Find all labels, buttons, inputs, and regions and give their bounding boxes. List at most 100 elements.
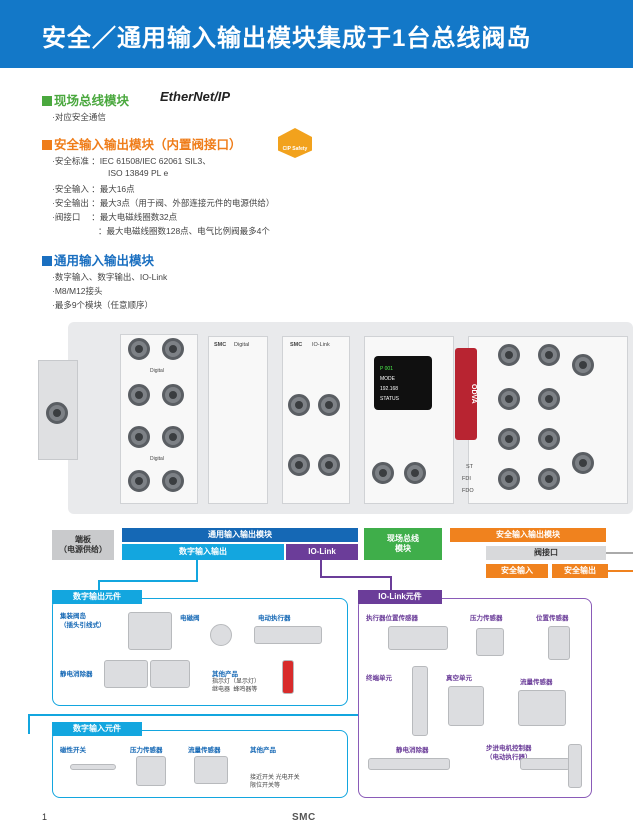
connector-line <box>320 560 322 576</box>
valve-manifold-photo: Digital Digital SMC Digital SMC IO-Link … <box>38 322 633 514</box>
m12-connector-icon <box>162 384 184 406</box>
section-fieldbus-title: 现场总线模块 <box>42 90 129 109</box>
device-label: 静电消除器 <box>60 671 93 678</box>
m12-connector-icon <box>572 452 594 474</box>
connector-line <box>390 576 392 590</box>
m12-connector-icon <box>318 454 340 476</box>
device-label: 流量传感器 <box>188 747 221 754</box>
display-screen: P 001 MODE 192.168 STATUS <box>374 356 432 410</box>
m12-connector-icon <box>372 462 394 484</box>
iolink-frame <box>358 598 592 798</box>
digital-input-frame <box>52 730 348 798</box>
connector-line <box>98 580 198 582</box>
general-module-label: 通用输入输出模块 <box>122 528 358 542</box>
safety-line: ：最大电磁线圈数128点、电气比例阀最多4个 <box>98 226 270 236</box>
connector-line <box>608 570 633 572</box>
module-tag: IO-Link <box>312 342 330 348</box>
safety-line: ·安全输出 ：最大3点（用于阀、外部连接元件的电源供给） <box>52 198 275 208</box>
m12-connector-icon <box>538 468 560 490</box>
m12-connector-icon <box>128 426 150 448</box>
device-label: 其他产品 <box>250 747 276 754</box>
digital-in-note: 接近开关 光电开关 限位开关等 <box>250 775 300 789</box>
ionizer-bar-icon <box>368 758 450 770</box>
m12-connector-icon <box>498 428 520 450</box>
io-link-module <box>282 336 350 504</box>
m12-connector-icon <box>128 470 150 492</box>
pressure-sensor-icon <box>136 756 166 786</box>
device-label: 静电消除器 <box>396 747 429 754</box>
digital-output-title: 数字输出元件 <box>52 590 142 604</box>
odva-plate: ODVA <box>455 348 477 440</box>
led-label: ST <box>466 464 474 470</box>
device-label: 执行器位置传感器 <box>366 615 418 622</box>
device-label: 集装阀岛 （插头引线式） <box>60 613 106 629</box>
module-tag: Digital <box>150 368 164 374</box>
safety-input-label: 安全输入 <box>486 564 548 578</box>
led-label: FDI <box>462 476 471 482</box>
device-label: 终端单元 <box>366 675 392 682</box>
m12-connector-icon <box>538 428 560 450</box>
digital-output-frame <box>52 598 348 706</box>
pressure-sensor-icon <box>476 628 504 656</box>
flow-sensor-icon <box>518 690 566 726</box>
safety-module-label: 安全输入输出模块 <box>450 528 606 542</box>
controller-icon <box>568 744 582 788</box>
m12-connector-icon <box>572 354 594 376</box>
device-label: 真空单元 <box>446 675 472 682</box>
m12-connector-icon <box>498 388 520 410</box>
m12-connector-icon <box>498 344 520 366</box>
safety-line: ISO 13849 PL e <box>108 168 169 178</box>
m12-connector-icon <box>288 394 310 416</box>
module-tag: Digital <box>234 342 250 348</box>
device-label: 电动执行器 <box>258 615 291 622</box>
digital-module-2 <box>208 336 268 504</box>
indicator-light-icon <box>282 660 294 694</box>
device-label: 磁性开关 <box>60 747 86 754</box>
end-plate-label: 端板 （电源供给） <box>52 530 114 560</box>
solenoid-valve-icon <box>210 624 232 646</box>
device-label: 位置传感器 <box>536 615 569 622</box>
io-link-label: IO-Link <box>286 544 358 560</box>
general-line: ·数字输入、数字输出、IO-Link <box>52 272 168 282</box>
power-connector-icon <box>46 402 68 424</box>
ionizer-icon <box>104 660 148 688</box>
actuator-sensor-icon <box>388 626 448 650</box>
m12-connector-icon <box>162 426 184 448</box>
connector-line <box>28 714 30 734</box>
safety-output-label: 安全输出 <box>552 564 608 578</box>
m12-connector-icon <box>288 454 310 476</box>
safety-line: ·安全标准 ：IEC 61508/IEC 62061 SIL3、 <box>52 156 211 166</box>
page-number: 1 <box>42 812 48 822</box>
stepper-controller-icon <box>520 758 570 770</box>
connector-line <box>28 714 358 716</box>
general-line: ·M8/M12接头 <box>52 286 103 296</box>
position-sensor-icon <box>548 626 570 660</box>
connector-line <box>320 576 390 578</box>
m12-connector-icon <box>162 338 184 360</box>
valve-interface-label: 阀接口 <box>486 546 606 560</box>
module-tag: Digital <box>150 456 164 462</box>
module-brand: SMC <box>290 342 303 348</box>
device-label: 压力传感器 <box>130 747 163 754</box>
device-label: 电磁阀 <box>180 615 200 622</box>
connector-line <box>98 580 100 590</box>
ionizer-icon <box>150 660 190 688</box>
magnetic-switch-icon <box>70 764 116 770</box>
m12-connector-icon <box>538 388 560 410</box>
connector-line <box>606 552 633 554</box>
m12-connector-icon <box>128 384 150 406</box>
m12-connector-icon <box>404 462 426 484</box>
page-header: 安全／通用输入输出模块集成于1台总线阀岛 <box>0 0 633 68</box>
digital-input-title: 数字输入元件 <box>52 722 142 736</box>
m12-connector-icon <box>162 470 184 492</box>
ethernet-ip-logo: EtherNet/IP <box>160 89 231 104</box>
page-title: 安全／通用输入输出模块集成于1台总线阀岛 <box>42 25 532 52</box>
actuator-icon <box>254 626 322 644</box>
m12-connector-icon <box>498 468 520 490</box>
safety-line: ·安全输入 ：最大16点 <box>52 184 135 194</box>
cip-safety-badge-icon: CIP Safety <box>278 128 312 158</box>
vacuum-unit-icon <box>448 686 484 726</box>
device-label: 压力传感器 <box>470 615 503 622</box>
m12-connector-icon <box>128 338 150 360</box>
digital-io-label: 数字输入输出 <box>122 544 284 560</box>
